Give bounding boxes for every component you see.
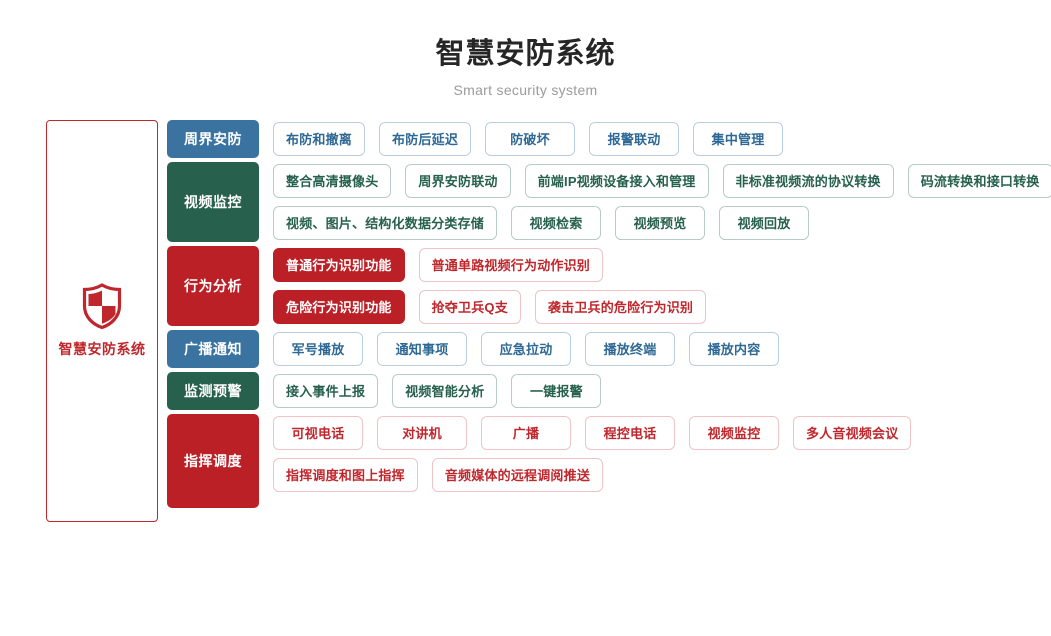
- feature-chip[interactable]: 报警联动: [589, 121, 680, 156]
- category-label-4[interactable]: 广播通知: [167, 329, 259, 368]
- chip-line: 军号播放通知事项应急拉动播放终端播放内容: [273, 330, 1051, 368]
- chip-line: 接入事件上报视频智能分析一键报警: [273, 372, 1051, 410]
- feature-chip[interactable]: 军号播放: [273, 331, 363, 366]
- category-rows: 周界安防布防和撤离布防后延迟防破坏报警联动集中管理视频监控整合高清摄像头周界安防…: [167, 119, 1051, 508]
- chip-line: 危险行为识别功能抢夺卫兵Q支袭击卫兵的危险行为识别: [273, 288, 1051, 326]
- feature-chip[interactable]: 多人音视频会议: [793, 415, 912, 450]
- feature-chip[interactable]: 广播: [481, 415, 571, 450]
- feature-chip[interactable]: 视频回放: [719, 205, 810, 240]
- feature-chip[interactable]: 码流转换和接口转换: [907, 163, 1051, 198]
- chip-line: 布防和撤离布防后延迟防破坏报警联动集中管理: [273, 120, 1051, 158]
- chip-line: 整合高清摄像头周界安防联动前端IP视频设备接入和管理非标准视频流的协议转换码流转…: [273, 162, 1051, 200]
- category-row: 视频监控整合高清摄像头周界安防联动前端IP视频设备接入和管理非标准视频流的协议转…: [167, 161, 1051, 242]
- feature-chip[interactable]: 可视电话: [273, 415, 363, 450]
- feature-chip[interactable]: 程控电话: [585, 415, 675, 450]
- category-label-2[interactable]: 视频监控: [167, 161, 259, 242]
- feature-chip[interactable]: 抢夺卫兵Q支: [418, 289, 521, 324]
- feature-chip[interactable]: 视频检索: [511, 205, 602, 240]
- feature-chip[interactable]: 视频监控: [689, 415, 779, 450]
- feature-chip[interactable]: 对讲机: [377, 415, 467, 450]
- category-label-1[interactable]: 周界安防: [167, 119, 259, 158]
- feature-chip[interactable]: 一键报警: [511, 373, 602, 408]
- feature-chip[interactable]: 播放内容: [689, 331, 779, 366]
- feature-chip[interactable]: 前端IP视频设备接入和管理: [524, 163, 709, 198]
- feature-chip[interactable]: 指挥调度和图上指挥: [273, 457, 418, 492]
- feature-chip[interactable]: 布防后延迟: [379, 121, 472, 156]
- shield-icon: [81, 282, 123, 329]
- category-label-3[interactable]: 行为分析: [167, 245, 259, 326]
- feature-chip[interactable]: 整合高清摄像头: [273, 163, 392, 198]
- feature-chip[interactable]: 布防和撤离: [273, 121, 366, 156]
- brand-card: 智慧安防系统: [46, 119, 158, 522]
- feature-chip[interactable]: 危险行为识别功能: [273, 289, 405, 324]
- page-header: 智慧安防系统 Smart security system: [0, 0, 1051, 98]
- feature-chip[interactable]: 视频、图片、结构化数据分类存储: [273, 205, 498, 240]
- feature-chip[interactable]: 通知事项: [377, 331, 467, 366]
- chip-line: 视频、图片、结构化数据分类存储视频检索视频预览视频回放: [273, 204, 1051, 242]
- category-row: 行为分析普通行为识别功能普通单路视频行为动作识别危险行为识别功能抢夺卫兵Q支袭击…: [167, 245, 1051, 326]
- feature-chip[interactable]: 音频媒体的远程调阅推送: [431, 457, 604, 492]
- chip-line: 普通行为识别功能普通单路视频行为动作识别: [273, 246, 1051, 284]
- category-items: 普通行为识别功能普通单路视频行为动作识别危险行为识别功能抢夺卫兵Q支袭击卫兵的危…: [273, 246, 1051, 326]
- category-row: 指挥调度可视电话对讲机广播程控电话视频监控多人音视频会议指挥调度和图上指挥音频媒…: [167, 413, 1051, 508]
- feature-chip[interactable]: 接入事件上报: [273, 373, 379, 408]
- feature-chip[interactable]: 播放终端: [585, 331, 675, 366]
- chip-line: 指挥调度和图上指挥音频媒体的远程调阅推送: [273, 456, 1051, 494]
- category-label-5[interactable]: 监测预警: [167, 371, 259, 410]
- category-row: 广播通知军号播放通知事项应急拉动播放终端播放内容: [167, 329, 1051, 368]
- category-items: 布防和撤离布防后延迟防破坏报警联动集中管理: [273, 120, 1051, 158]
- category-items: 接入事件上报视频智能分析一键报警: [273, 372, 1051, 410]
- feature-chip[interactable]: 集中管理: [693, 121, 784, 156]
- brand-name: 智慧安防系统: [58, 340, 146, 357]
- feature-chip[interactable]: 普通行为识别功能: [273, 247, 405, 282]
- capability-board: 智慧安防系统 周界安防布防和撤离布防后延迟防破坏报警联动集中管理视频监控整合高清…: [0, 98, 1051, 522]
- page-subtitle: Smart security system: [453, 81, 598, 98]
- feature-chip[interactable]: 视频智能分析: [392, 373, 498, 408]
- category-label-6[interactable]: 指挥调度: [167, 413, 259, 508]
- chip-line: 可视电话对讲机广播程控电话视频监控多人音视频会议: [273, 414, 1051, 452]
- category-row: 周界安防布防和撤离布防后延迟防破坏报警联动集中管理: [167, 119, 1051, 158]
- category-items: 可视电话对讲机广播程控电话视频监控多人音视频会议指挥调度和图上指挥音频媒体的远程…: [273, 414, 1051, 508]
- feature-chip[interactable]: 普通单路视频行为动作识别: [418, 247, 604, 282]
- feature-chip[interactable]: 应急拉动: [481, 331, 571, 366]
- feature-chip[interactable]: 周界安防联动: [405, 163, 511, 198]
- page-title: 智慧安防系统: [435, 38, 616, 70]
- feature-chip[interactable]: 防破坏: [485, 121, 576, 156]
- feature-chip[interactable]: 袭击卫兵的危险行为识别: [534, 289, 707, 324]
- feature-chip[interactable]: 非标准视频流的协议转换: [722, 163, 894, 198]
- category-row: 监测预警接入事件上报视频智能分析一键报警: [167, 371, 1051, 410]
- feature-chip[interactable]: 视频预览: [615, 205, 706, 240]
- category-items: 整合高清摄像头周界安防联动前端IP视频设备接入和管理非标准视频流的协议转换码流转…: [273, 162, 1051, 242]
- category-items: 军号播放通知事项应急拉动播放终端播放内容: [273, 330, 1051, 368]
